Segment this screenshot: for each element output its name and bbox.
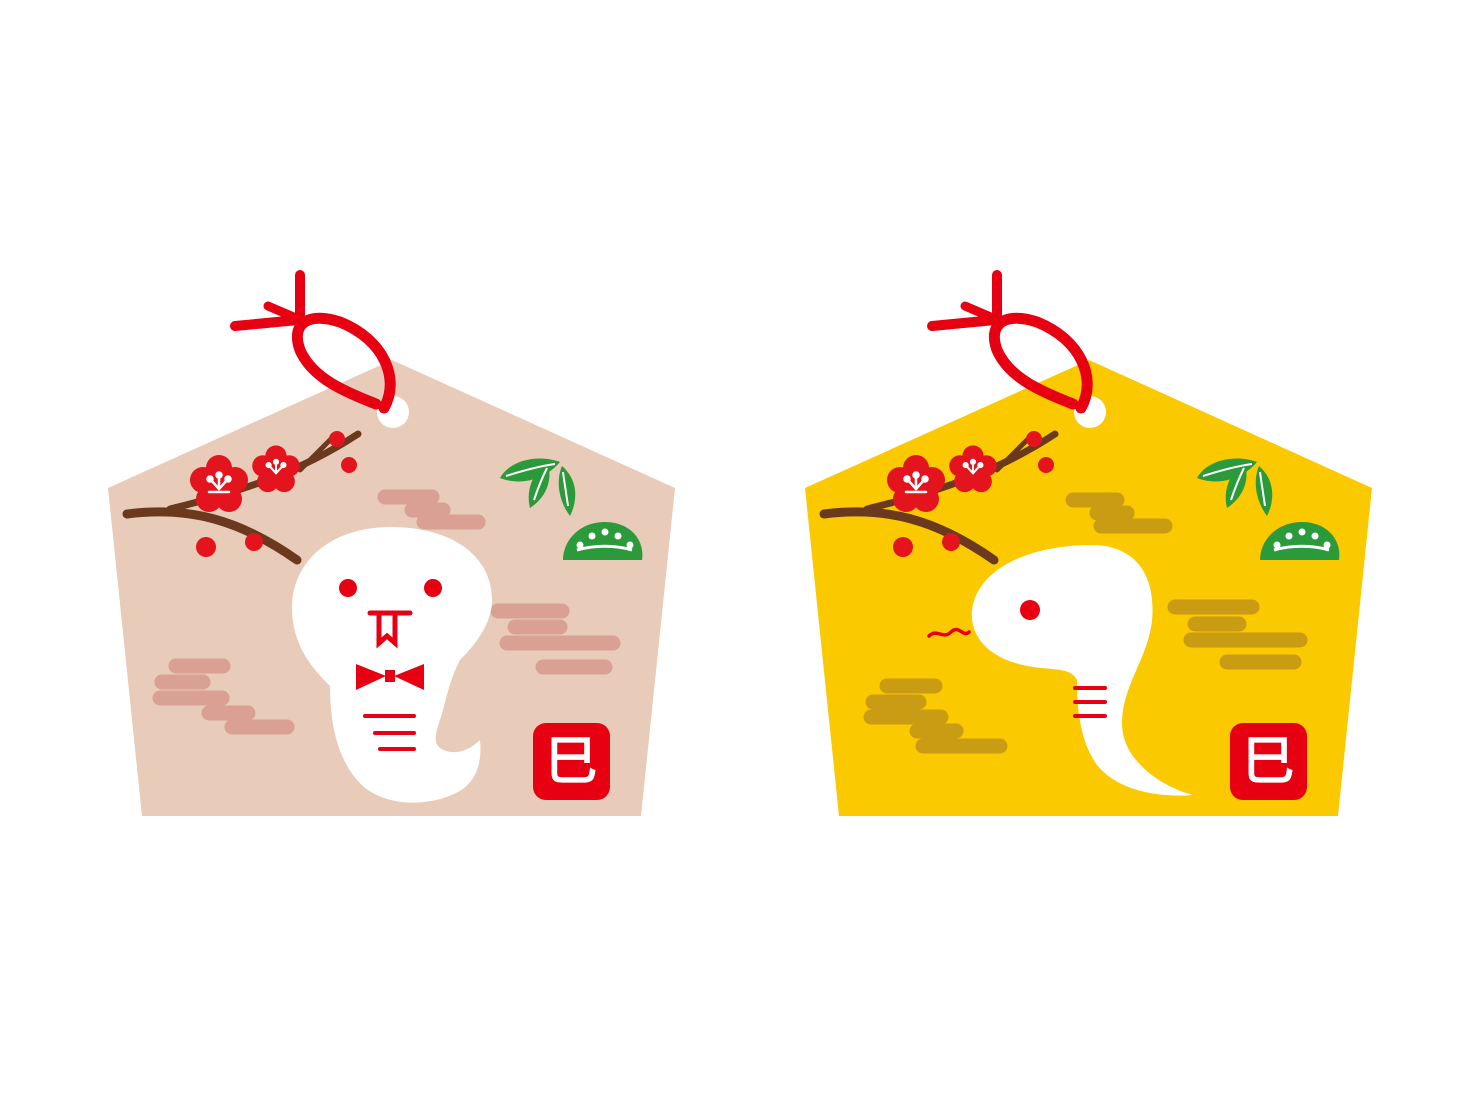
- plum-blossom-icon: [252, 445, 300, 493]
- snake-bowtie: [356, 664, 424, 690]
- snake-eye-left: [339, 579, 357, 597]
- bamboo-leaf-icon: [500, 458, 576, 516]
- zodiac-seal: 巳: [533, 723, 610, 800]
- snake-icon: [927, 545, 1193, 796]
- zodiac-seal: 巳: [1230, 723, 1307, 800]
- snake-eye-right: [424, 579, 442, 597]
- snake-tongue: [927, 627, 971, 638]
- ribbon-icon: [927, 270, 1093, 414]
- snake-icon: [292, 527, 492, 803]
- snake-belly-lines: [363, 714, 416, 751]
- plum-berries: [893, 431, 1054, 557]
- snake-belly-lines: [1073, 686, 1107, 718]
- plum-blossom-icon: [949, 445, 997, 493]
- cloud-icon: [863, 678, 1008, 754]
- zodiac-character: 巳: [545, 732, 597, 792]
- cloud-icon: [377, 489, 486, 530]
- ema-plaque-beige: 巳: [108, 270, 675, 816]
- ribbon-icon: [230, 270, 396, 414]
- snake-eye: [1020, 600, 1040, 620]
- plum-berries: [196, 431, 357, 557]
- pine-icon: [1260, 522, 1340, 560]
- bamboo-leaf-icon: [1197, 458, 1273, 516]
- zodiac-character: 巳: [1242, 732, 1294, 792]
- plum-blossom-icon: [887, 455, 945, 512]
- pine-icon: [563, 522, 643, 560]
- cloud-icon: [152, 658, 295, 735]
- plum-blossom-icon: [190, 455, 248, 512]
- cloud-icon: [1167, 599, 1308, 670]
- ema-plaque-yellow: 巳: [805, 270, 1372, 816]
- snake-teeth: [367, 610, 413, 649]
- cloud-icon: [490, 603, 621, 675]
- cloud-icon: [1065, 492, 1173, 534]
